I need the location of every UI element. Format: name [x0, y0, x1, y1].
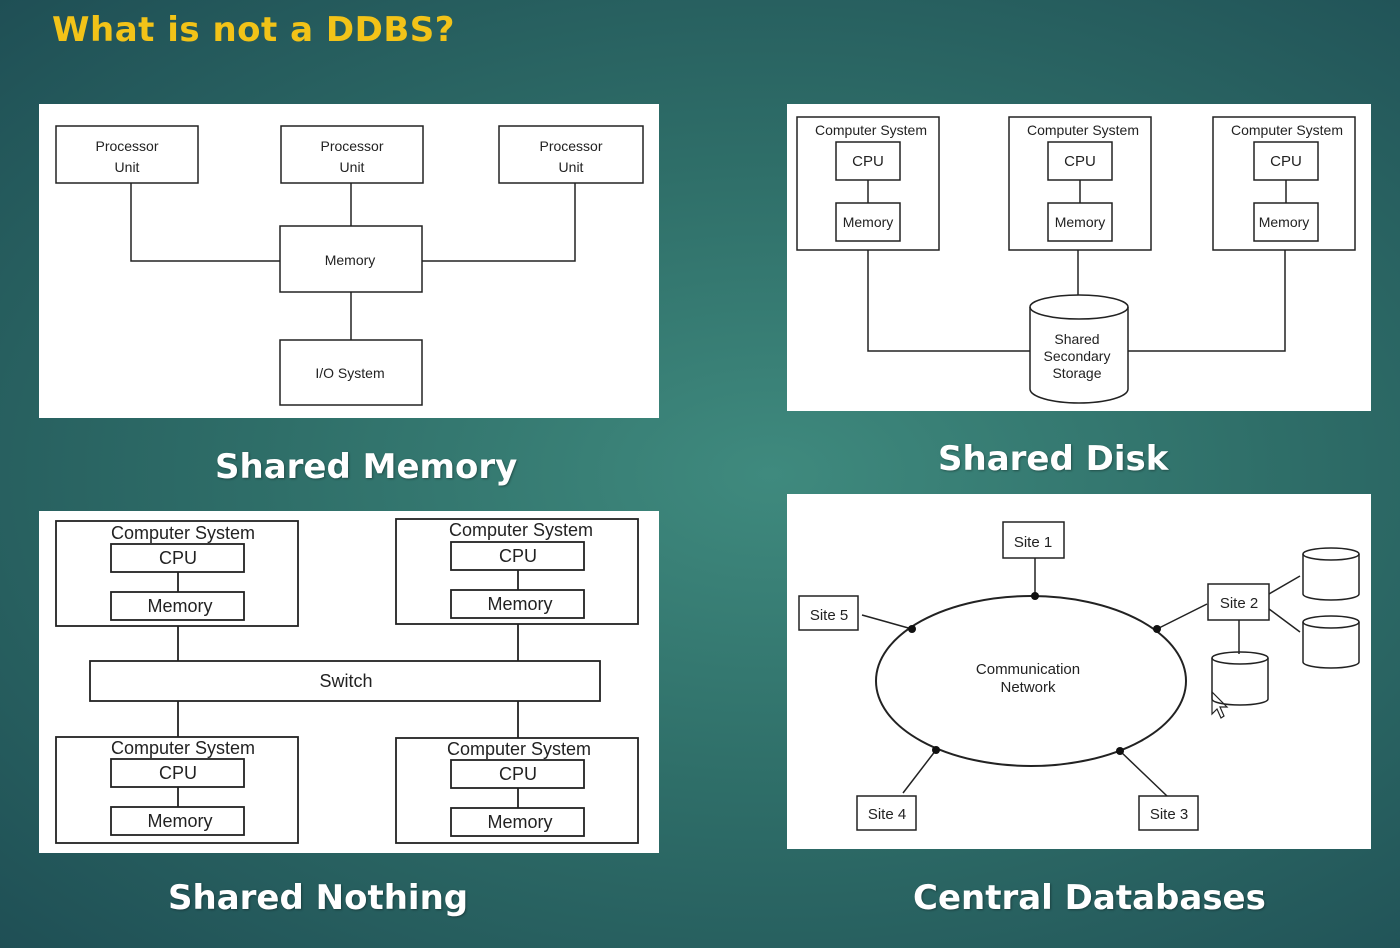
svg-text:I/O System: I/O System: [315, 365, 384, 381]
node-bottom-left: Computer System CPU Memory: [55, 736, 299, 844]
shared-disk-diagram: Computer System CPU Memory Computer Syst…: [787, 104, 1371, 411]
node-top-right: Computer System CPU Memory: [395, 518, 639, 625]
svg-text:CPU: CPU: [1270, 153, 1302, 170]
shared-nothing-connectors: [177, 624, 519, 738]
svg-text:Memory: Memory: [147, 596, 212, 616]
shared-memory-diagram: Processor Unit Processor Unit Processor …: [39, 104, 659, 418]
svg-text:Unit: Unit: [559, 159, 584, 175]
svg-text:Memory: Memory: [1259, 214, 1310, 230]
svg-text:CPU: CPU: [499, 764, 537, 784]
site-5-box: Site 5: [798, 595, 859, 631]
svg-text:Network: Network: [1000, 679, 1056, 696]
svg-text:Processor: Processor: [320, 138, 383, 154]
svg-text:CPU: CPU: [852, 153, 884, 170]
svg-text:Computer System: Computer System: [111, 523, 255, 543]
svg-text:CPU: CPU: [1064, 153, 1096, 170]
svg-text:Processor: Processor: [539, 138, 602, 154]
svg-text:Memory: Memory: [325, 252, 376, 268]
central-databases-caption: Central Databases: [913, 878, 1266, 918]
network-links: [861, 558, 1301, 797]
shared-disk-connectors: [867, 250, 1286, 352]
mouse-cursor-icon: [1211, 690, 1229, 719]
svg-text:Computer System: Computer System: [449, 520, 593, 540]
site-2-box: Site 2: [1207, 583, 1270, 621]
database-cylinder-icon: [1302, 547, 1360, 601]
node-bottom-right: Computer System CPU Memory: [395, 737, 639, 844]
svg-text:CPU: CPU: [159, 763, 197, 783]
svg-text:CPU: CPU: [159, 548, 197, 568]
svg-text:Site 3: Site 3: [1150, 806, 1188, 823]
svg-text:Site 4: Site 4: [868, 806, 906, 823]
io-system-box: I/O System: [279, 339, 423, 406]
shared-memory-caption: Shared Memory: [215, 447, 518, 487]
computer-system-2: Computer System CPU Memory: [1008, 116, 1152, 251]
svg-text:Processor: Processor: [95, 138, 158, 154]
svg-text:Switch: Switch: [319, 671, 372, 691]
svg-text:Unit: Unit: [115, 159, 140, 175]
svg-text:CPU: CPU: [499, 546, 537, 566]
slide-title: What is not a DDBS?: [52, 10, 455, 50]
svg-text:Computer System: Computer System: [815, 122, 927, 138]
memory-box: Memory: [279, 225, 423, 293]
svg-text:Secondary: Secondary: [1044, 348, 1111, 364]
svg-text:Site 1: Site 1: [1014, 534, 1052, 551]
shared-nothing-caption: Shared Nothing: [168, 878, 469, 918]
database-cylinder-icon: [1211, 651, 1269, 706]
shared-disk-caption: Shared Disk: [938, 439, 1169, 479]
svg-text:Unit: Unit: [340, 159, 365, 175]
switch-bar: Switch: [89, 660, 601, 702]
svg-text:Shared: Shared: [1054, 331, 1099, 347]
svg-text:Memory: Memory: [1055, 214, 1106, 230]
shared-storage-cylinder-icon: Shared Secondary Storage: [1029, 294, 1129, 404]
processor-unit-1: Processor Unit: [55, 125, 199, 184]
shared-memory-connectors: [130, 183, 576, 340]
site-4-box: Site 4: [856, 795, 917, 831]
svg-text:Computer System: Computer System: [447, 739, 591, 759]
svg-text:Memory: Memory: [147, 811, 212, 831]
svg-text:Site 5: Site 5: [810, 607, 848, 624]
svg-text:Memory: Memory: [487, 812, 552, 832]
svg-text:Communication: Communication: [976, 661, 1080, 678]
node-top-left: Computer System CPU Memory: [55, 520, 299, 627]
svg-text:Computer System: Computer System: [1027, 122, 1139, 138]
central-databases-diagram: Communication Network Site 1 Site 2: [787, 494, 1371, 849]
svg-text:Memory: Memory: [487, 594, 552, 614]
site-3-box: Site 3: [1138, 795, 1199, 831]
svg-text:Storage: Storage: [1052, 365, 1101, 381]
communication-network-ellipse: Communication Network: [875, 595, 1187, 767]
svg-text:Site 2: Site 2: [1220, 595, 1258, 612]
network-nodes: [908, 592, 1161, 755]
processor-unit-3: Processor Unit: [498, 125, 644, 184]
computer-system-3: Computer System CPU Memory: [1212, 116, 1356, 251]
processor-unit-2: Processor Unit: [280, 125, 424, 184]
shared-nothing-diagram: Computer System CPU Memory Computer Syst…: [39, 511, 659, 853]
site-1-box: Site 1: [1002, 521, 1065, 559]
computer-system-1: Computer System CPU Memory: [796, 116, 940, 251]
svg-text:Memory: Memory: [843, 214, 894, 230]
svg-text:Computer System: Computer System: [1231, 122, 1343, 138]
svg-text:Computer System: Computer System: [111, 738, 255, 758]
database-cylinder-icon: [1302, 615, 1360, 669]
